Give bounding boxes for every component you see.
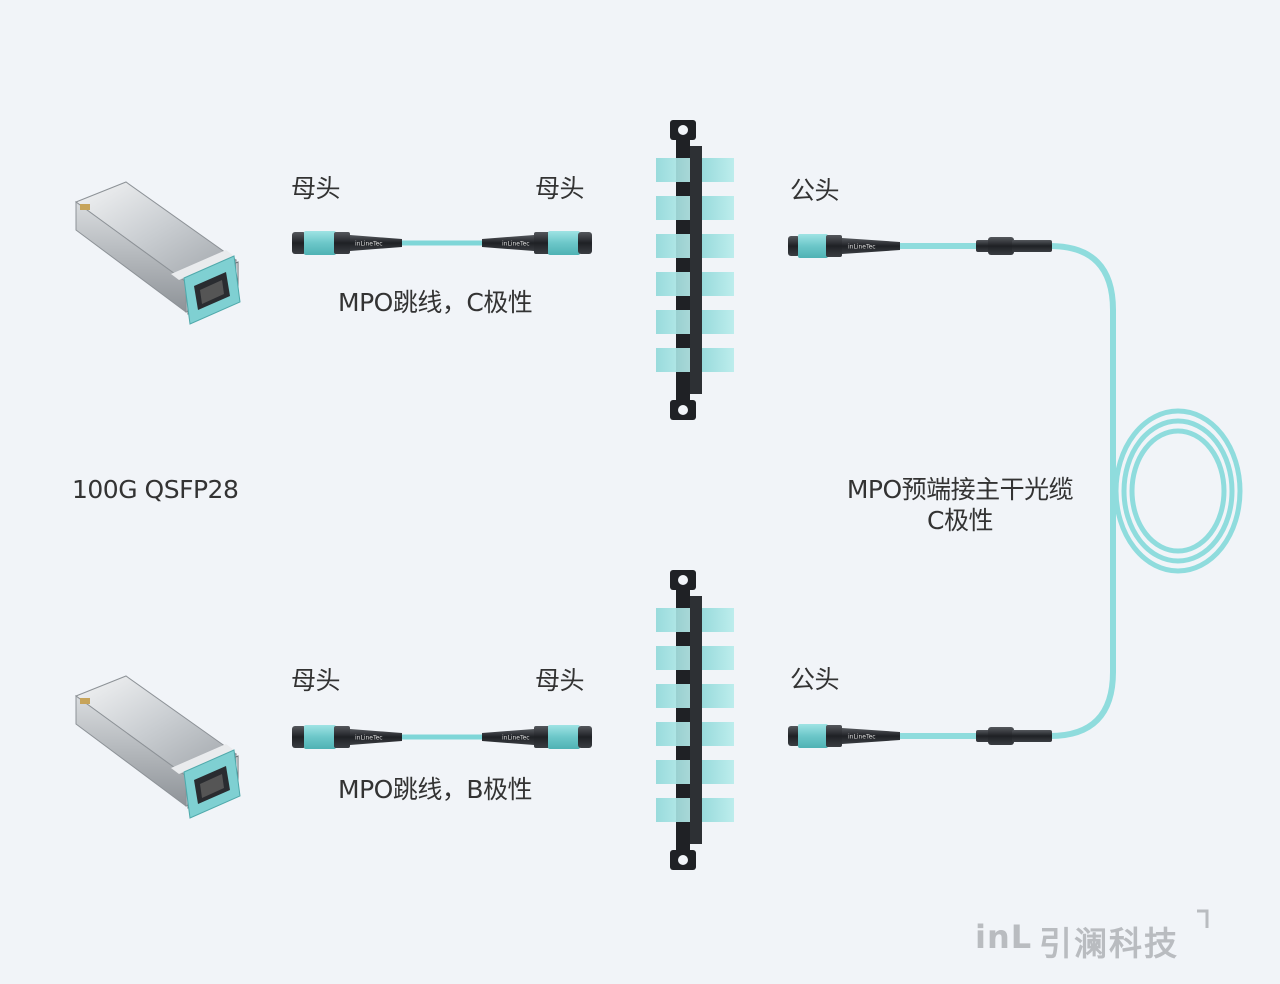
top-patch-cord-label: MPO跳线，C极性 [338, 288, 533, 317]
logo-latin-text: inL [975, 918, 1033, 956]
top-right-connector-label: 母头 [535, 174, 585, 203]
trunk-boot-top [976, 237, 1052, 255]
trunk-cable [900, 243, 1243, 739]
adapter-panel-top [656, 120, 734, 420]
trunk-boot-bottom [976, 727, 1052, 745]
trunk-cable-label-line2: C极性 [927, 506, 993, 535]
mpo-jumper-bottom [292, 725, 592, 749]
bottom-trunk-connector-label: 公头 [790, 665, 840, 694]
trunk-cable-label-line1: MPO预端接主干光缆 [846, 475, 1074, 504]
mpo-jumper-top [292, 231, 592, 255]
adapter-panel-bottom [656, 570, 734, 870]
trunk-cable-coil [1113, 408, 1243, 574]
bottom-patch-cord-label: MPO跳线，B极性 [338, 775, 532, 804]
qsfp28-transceiver-top [75, 181, 241, 325]
top-left-connector-label: 母头 [291, 174, 341, 203]
logo-corner-mark-icon [1197, 909, 1209, 928]
top-trunk-connector-label: 公头 [790, 176, 840, 205]
brand-logo: inL 引澜科技 [975, 909, 1215, 963]
transceiver-label: 100G QSFP28 [72, 475, 239, 504]
trunk-connector-bottom [788, 724, 900, 748]
trunk-connector-top [788, 234, 900, 258]
bottom-right-connector-label: 母头 [535, 666, 585, 695]
bottom-left-connector-label: 母头 [291, 666, 341, 695]
qsfp28-transceiver-bottom [75, 675, 241, 819]
logo-chinese-text: 引澜科技 [1039, 924, 1179, 963]
